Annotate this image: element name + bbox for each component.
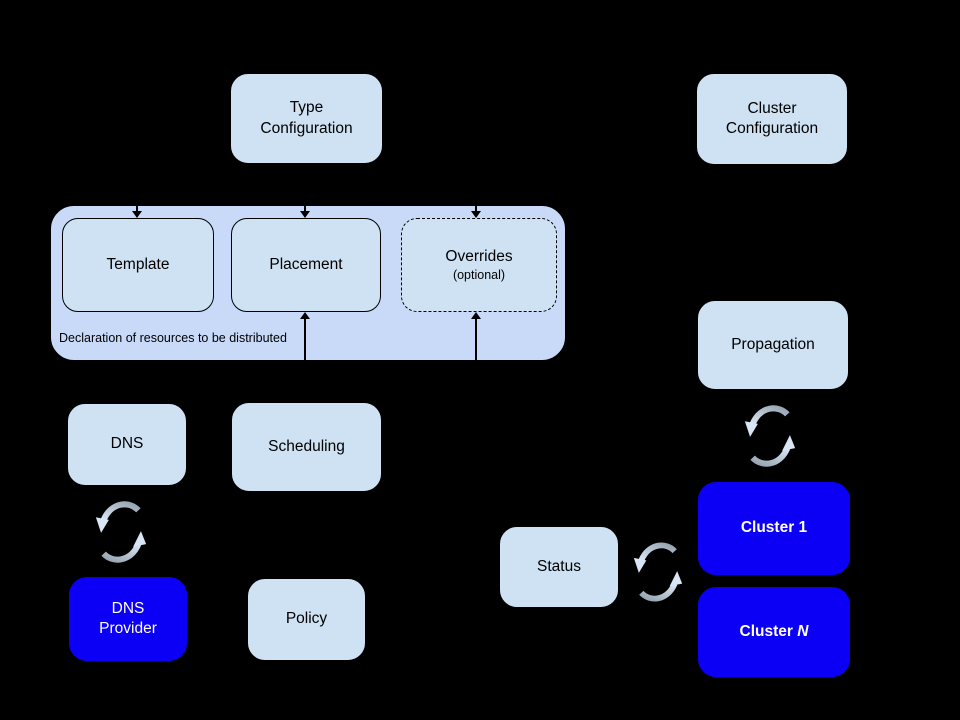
node-type-configuration: Type Configuration (230, 73, 383, 164)
cluster-configuration-label: Cluster Configuration (725, 99, 819, 137)
arrow-line (475, 319, 477, 361)
sync-arrows-icon (95, 501, 147, 563)
node-cluster-1: Cluster 1 (698, 482, 850, 575)
type-configuration-label: Type Configuration (260, 99, 353, 137)
arrow-head-down-icon (300, 211, 310, 218)
node-dns-provider: DNS Provider (69, 577, 187, 661)
cluster-n-label-prefix: Cluster (739, 622, 798, 640)
overrides-text-block: Overrides (optional) (445, 247, 512, 282)
template-label: Template (106, 255, 170, 273)
arrow-up-into-overrides (470, 312, 482, 361)
node-cluster-configuration: Cluster Configuration (696, 73, 848, 165)
arrow-down-into-overrides (470, 203, 482, 218)
arrow-head-up-icon (471, 312, 481, 319)
node-overrides: Overrides (optional) (401, 218, 557, 312)
cluster-1-label: Cluster 1 (740, 519, 808, 537)
arrow-head-up-icon (300, 312, 310, 319)
node-placement: Placement (231, 218, 381, 312)
node-policy: Policy (247, 578, 366, 661)
arrow-head-down-icon (471, 211, 481, 218)
node-dns: DNS (67, 403, 187, 486)
arrow-line (304, 203, 306, 211)
overrides-label: Overrides (445, 248, 513, 266)
propagation-label: Propagation (731, 335, 815, 353)
sync-arrows-icon (633, 542, 683, 602)
dns-provider-label: DNS Provider (99, 599, 157, 637)
node-scheduling: Scheduling (231, 402, 382, 492)
arrow-line (136, 203, 138, 211)
arrow-down-into-template (131, 203, 143, 218)
status-label: Status (537, 557, 581, 575)
sync-arrows-icon (744, 405, 796, 467)
declaration-caption: Declaration of resources to be distribut… (59, 331, 287, 345)
node-template: Template (62, 218, 214, 312)
node-cluster-n: Cluster N (698, 587, 850, 677)
arrow-head-down-icon (132, 211, 142, 218)
node-propagation: Propagation (697, 300, 849, 390)
placement-label: Placement (269, 255, 343, 273)
arrow-down-into-placement (299, 203, 311, 218)
node-status: Status (499, 526, 619, 608)
arrow-up-into-placement (299, 312, 311, 361)
policy-label: Policy (285, 610, 328, 628)
dns-label: DNS (110, 435, 144, 453)
overrides-optional-label: (optional) (452, 267, 506, 282)
cluster-n-label-suffix: N (797, 622, 809, 640)
arrow-line (475, 203, 477, 211)
arrow-line (304, 319, 306, 361)
scheduling-label: Scheduling (268, 437, 345, 455)
cluster-n-label: Cluster N (740, 622, 809, 642)
